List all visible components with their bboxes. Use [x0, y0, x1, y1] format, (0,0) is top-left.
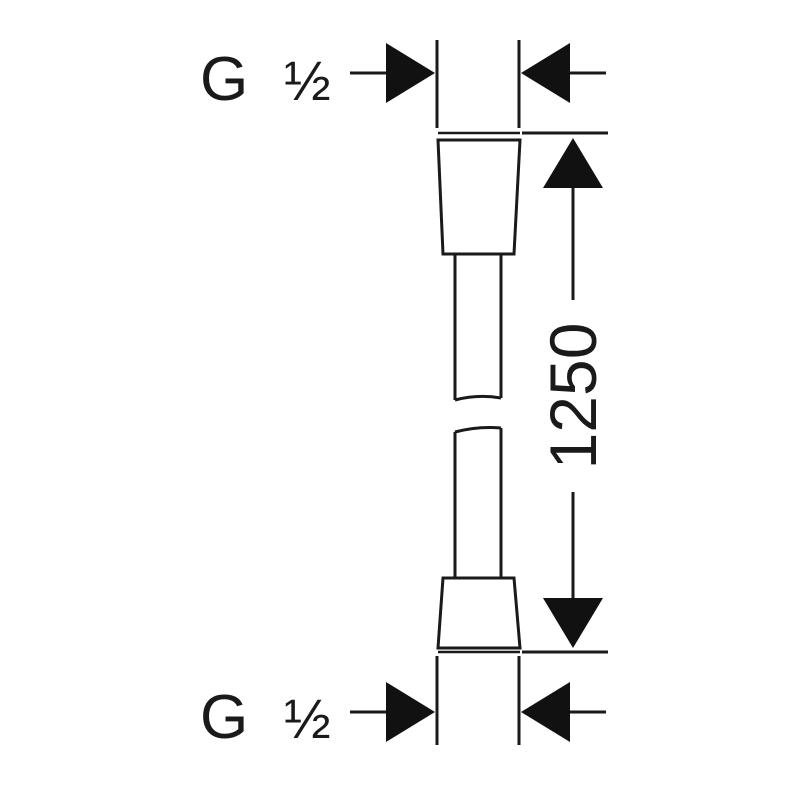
top-width-dimension: [350, 40, 606, 128]
length-top-arrow: [543, 138, 603, 188]
bottom-connector-nut: [436, 576, 522, 650]
hose-upper-segment: [453, 254, 503, 402]
bottom-thread-size: ½: [284, 687, 331, 750]
top-thread-letter: G: [200, 45, 248, 114]
hose: [436, 131, 522, 654]
length-dimension: 1250: [522, 131, 610, 654]
bottom-thread-label: G ½: [200, 683, 331, 752]
top-left-arrow: [386, 43, 435, 103]
bottom-right-arrow: [521, 682, 570, 742]
top-thread-label: G ½: [200, 45, 331, 114]
top-thread-size: ½: [284, 49, 331, 112]
length-bottom-arrow: [543, 598, 603, 648]
top-right-arrow: [521, 43, 570, 103]
bottom-thread-letter: G: [200, 683, 248, 752]
hose-lower-segment: [453, 426, 503, 578]
bottom-width-dimension: [350, 656, 606, 745]
length-value: 1250: [536, 323, 610, 470]
bottom-left-arrow: [386, 682, 435, 742]
top-connector-nut: [436, 138, 522, 256]
